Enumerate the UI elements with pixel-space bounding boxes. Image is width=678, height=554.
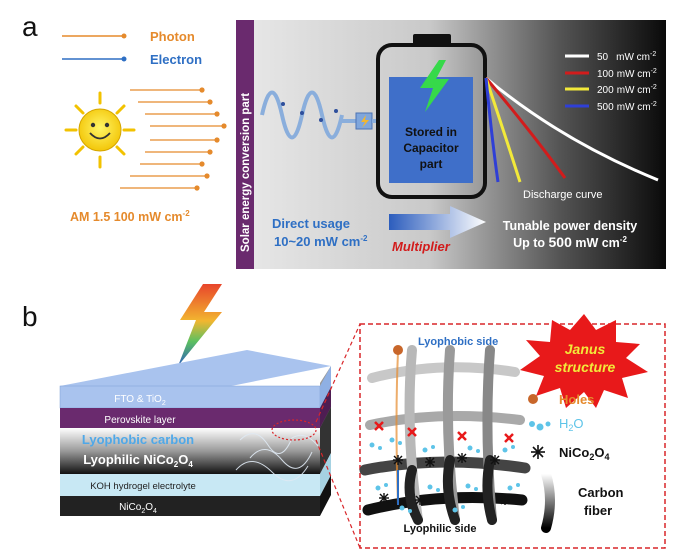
direct-range-label: 10~20 mW cm-2 (274, 234, 368, 249)
panel-b-letter: b (22, 301, 38, 332)
janus-starburst-icon (520, 314, 648, 408)
up-to-label: Up to 500 mW cm-2 (513, 234, 627, 250)
electron-legend: Electron (62, 52, 202, 67)
lyophilic-side-label: Lyophilic side (404, 523, 477, 535)
layer-nico-label: NiCo2O4 (119, 502, 157, 515)
photon-label: Photon (150, 29, 195, 44)
janus-label-line-2: structure (555, 359, 616, 375)
nico-legend-icon (531, 445, 545, 459)
janus-label-line-1: Janus (565, 341, 606, 357)
battery-icon (376, 34, 487, 199)
panel-a-letter: a (22, 11, 38, 42)
curve-100 (484, 77, 567, 179)
electron-label: Electron (150, 52, 202, 67)
stored-line-2: Capacitor (403, 141, 459, 155)
photon-rays (120, 87, 227, 191)
discharge-curves (484, 76, 659, 183)
layer-koh (60, 474, 320, 496)
stored-line-3: part (420, 157, 443, 171)
solar-conversion-bar (236, 20, 254, 269)
sun-icon (64, 91, 136, 169)
nico-legend-label: NiCo2O4 (559, 445, 610, 462)
holes-icon (528, 394, 538, 404)
layer-perovskite-label: Perovskite layer (104, 415, 176, 426)
direct-usage-label: Direct usage (272, 216, 350, 231)
zoom-line-top (315, 323, 361, 423)
layer-lyophobic-label: Lyophobic carbon (82, 432, 194, 447)
discharge-curve-label: Discharge curve (523, 189, 602, 201)
multiplier-arrow-icon (389, 206, 486, 238)
tunable-label: Tunable power density (503, 219, 638, 233)
layer-lyophobic-lyophilic (60, 428, 320, 474)
layer-nico (60, 496, 320, 516)
carbon-fiber-label-1: Carbon (578, 485, 624, 500)
am-label: AM 1.5 100 mW cm-2 (70, 209, 190, 224)
layer-lyophilic-label: Lyophilic NiCo2O4 (83, 452, 193, 469)
device-stack (59, 350, 331, 516)
zoom-line-bottom (315, 439, 361, 549)
h2o-label: H2O (559, 416, 584, 433)
layer-fto (59, 385, 321, 409)
holes-label: Holes (559, 392, 594, 407)
photon-legend: Photon (62, 29, 195, 44)
nico-urchins (379, 453, 510, 505)
green-bolt-icon (420, 60, 449, 112)
layer-koh-label: KOH hydrogel electrolyte (90, 481, 196, 492)
layer-perovskite (60, 408, 320, 428)
electron-dots (281, 102, 338, 122)
solar-conversion-label: Solar energy conversion part (240, 93, 252, 252)
water-molecules (369, 437, 520, 513)
stored-line-1: Stored in (405, 125, 457, 139)
h2o-icon (529, 421, 551, 431)
hole-marker (393, 345, 403, 355)
lyophobic-side-label: Lyophobic side (418, 336, 498, 348)
layer-fto-label: FTO & TiO2 (114, 394, 166, 407)
carbon-fiber-icon (541, 469, 555, 533)
multiplier-label: Multiplier (392, 239, 451, 254)
light-bolt-icon (178, 284, 222, 366)
carbon-fiber-label-2: fiber (584, 503, 612, 518)
blocked-crosses (374, 421, 514, 443)
curve-500 (484, 77, 500, 183)
curve-200 (484, 77, 522, 183)
curve-50 (485, 76, 659, 182)
